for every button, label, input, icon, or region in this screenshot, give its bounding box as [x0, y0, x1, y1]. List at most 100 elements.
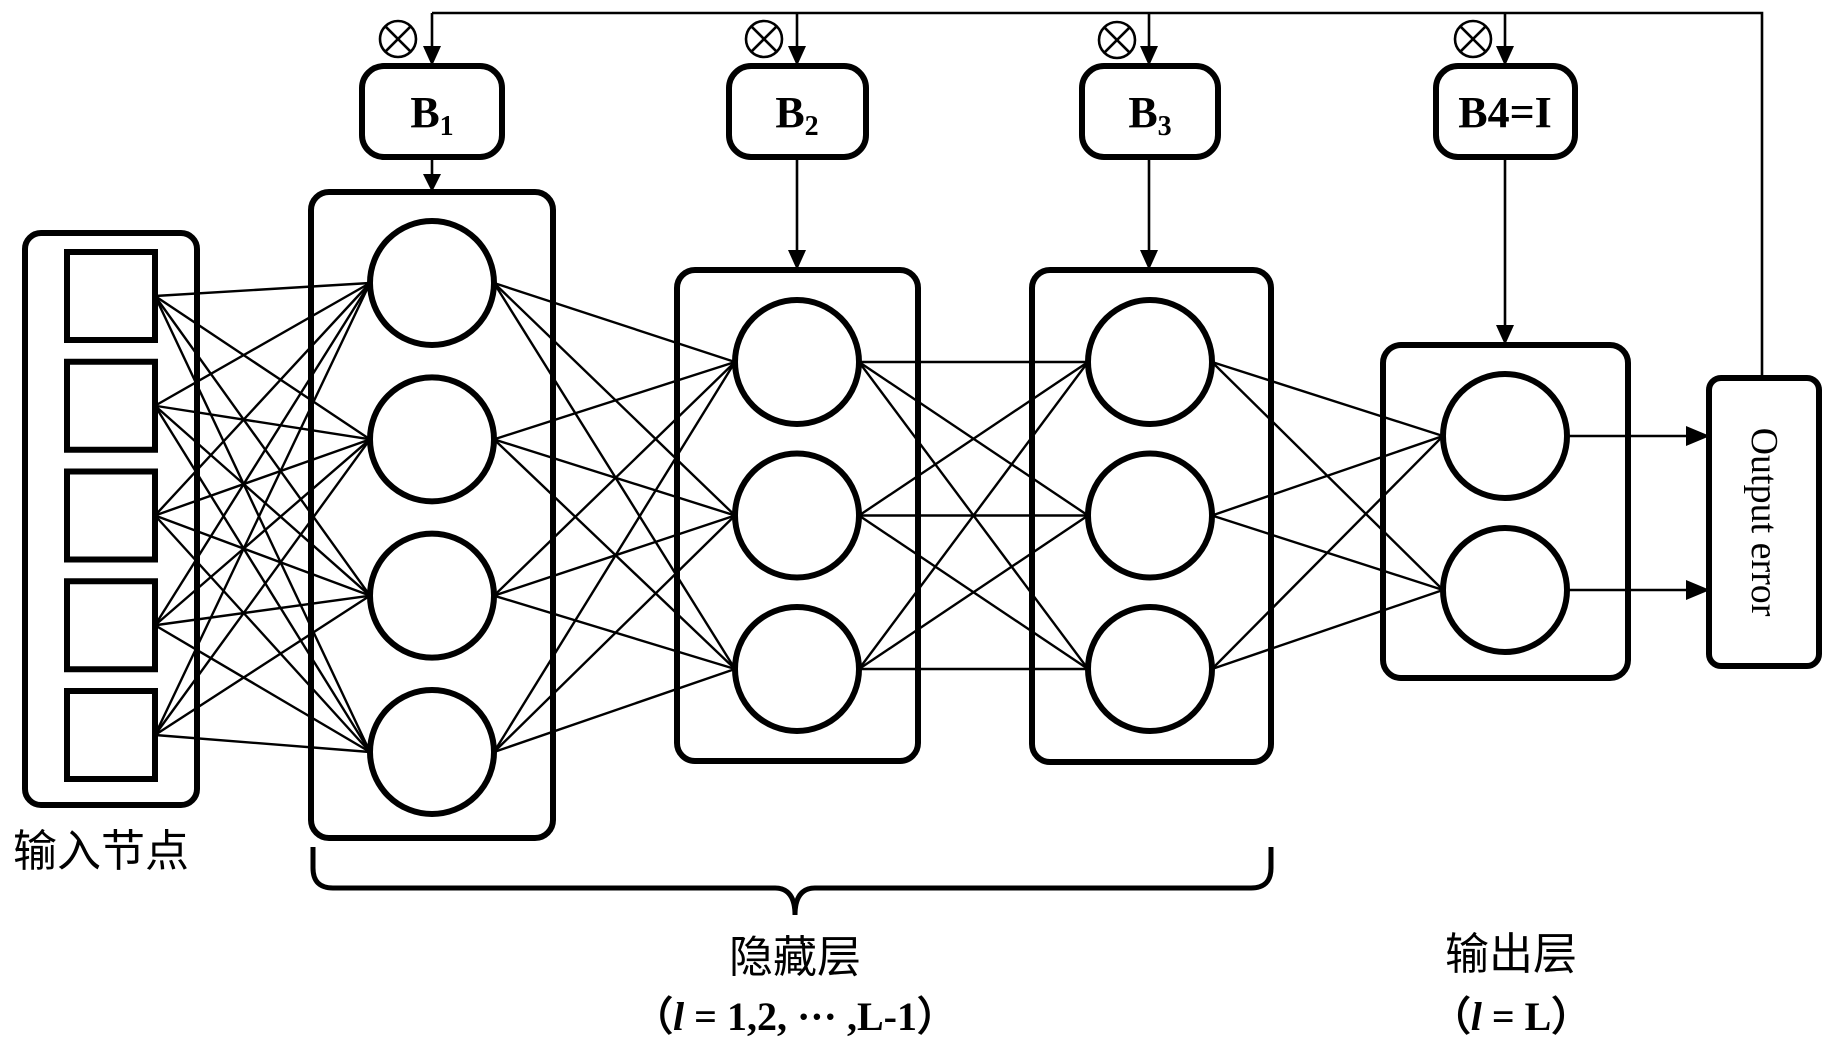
- connection-edge-input-3-to-h1-4: [154, 514, 371, 753]
- output-layer-box: [1380, 342, 1631, 681]
- connection-edge-h2-2-to-h3-1: [858, 361, 1089, 517]
- b3-base: B: [1128, 88, 1157, 137]
- connection-edge-input-1-to-h1-2: [154, 295, 371, 441]
- layer-index-var: l: [673, 994, 685, 1039]
- arrowhead-b3: [1140, 46, 1158, 66]
- svg-text:B3: B3: [1128, 88, 1171, 142]
- feedback-matrix-b3: B3: [1079, 63, 1221, 160]
- paren-close: ）: [917, 994, 957, 1039]
- hidden-layer-2-box: [674, 267, 921, 764]
- h1-node-3: [367, 530, 497, 661]
- input-node-1: [64, 249, 158, 343]
- arrowhead: [1686, 580, 1710, 600]
- connection-edge-input-1-to-h1-3: [154, 295, 371, 597]
- h2-node-2: [732, 450, 862, 581]
- connection-edge-input-2-to-h1-1: [154, 281, 371, 407]
- arrowhead-b2: [788, 46, 806, 66]
- arrowhead: [423, 174, 441, 192]
- connection-edge-input-3-to-h1-3: [154, 514, 371, 597]
- connection-edge-h3-3-to-out-1: [1211, 435, 1444, 670]
- connection-edge-h1-1-to-h2-2: [493, 282, 736, 517]
- arrowhead: [1140, 250, 1158, 270]
- arrowhead-b4: [1496, 46, 1514, 66]
- connection-edge-h1-4-to-h2-3: [493, 667, 736, 754]
- output-layer-label: 输出层: [1445, 929, 1577, 980]
- paren-close: ）: [1551, 994, 1591, 1039]
- formula-value: = L: [1482, 994, 1551, 1039]
- hidden-layer-3-box: [1029, 267, 1274, 765]
- connection-edge-h2-3-to-h3-1: [858, 361, 1089, 670]
- connection-edge-input-5-to-h1-2: [154, 438, 371, 736]
- connection-edge-h1-1-to-h2-3: [492, 282, 737, 670]
- connection-edge-input-5-to-h1-3: [154, 594, 371, 737]
- paren-open: （: [1431, 994, 1471, 1039]
- b4-label: B4=I: [1458, 88, 1552, 137]
- svg-text:B2: B2: [775, 88, 818, 142]
- matrix-to-layer-arrows: [423, 157, 1514, 345]
- h3-node-1: [1085, 297, 1215, 427]
- connection-edge-input-3-to-h1-2: [154, 438, 371, 517]
- input-node-2: [64, 358, 158, 453]
- h3-node-2: [1085, 450, 1215, 581]
- arrowhead: [1686, 426, 1710, 446]
- b1-base: B: [410, 88, 439, 137]
- connection-edge-input-4-to-h1-4: [154, 624, 371, 754]
- multiply-operator-icon: [744, 19, 784, 59]
- hidden-layers-formula: （l = 1,2, ··· ,L-1）: [633, 994, 957, 1039]
- svg-text:B1: B1: [410, 88, 453, 142]
- b2-base: B: [775, 88, 804, 137]
- connection-edge-h1-3-to-h2-1: [493, 361, 736, 597]
- feedback-top-line: [432, 11, 1764, 377]
- output-error-label: Output error: [1743, 428, 1785, 617]
- connection-edge-h2-3-to-h3-2: [858, 514, 1089, 670]
- error-feedback-wiring: [378, 11, 1764, 377]
- connection-edge-h3-1-to-out-1: [1211, 360, 1444, 438]
- connection-edge-input-2-to-h1-2: [154, 404, 371, 441]
- input-node-5: [64, 688, 158, 782]
- hidden-layers-brace: [310, 847, 1274, 916]
- b1-sub: 1: [440, 111, 454, 142]
- connection-edge-h1-4-to-h2-1: [492, 361, 737, 753]
- connection-edge-h3-2-to-out-1: [1211, 434, 1444, 517]
- h1-node-1: [367, 218, 497, 348]
- connection-edge-h1-2-to-h2-3: [493, 438, 736, 670]
- connection-edge-input-5-to-h1-1: [153, 282, 372, 736]
- connection-edge-h1-2-to-h2-1: [493, 360, 736, 441]
- h2-node-3: [732, 604, 862, 734]
- connection-edge-h1-1-to-h2-1: [493, 281, 736, 364]
- h2-node-1: [732, 297, 862, 427]
- layer-index-var: l: [1471, 994, 1483, 1039]
- arrowhead: [1496, 325, 1514, 345]
- arrowhead-b1: [423, 46, 441, 66]
- connection-edge-input-4-to-h1-1: [153, 282, 372, 626]
- connection-edges: [153, 281, 1444, 754]
- formula-range: = 1,2, ··· ,L-1: [684, 994, 917, 1039]
- output-node-2: [1440, 525, 1570, 655]
- b2-sub: 2: [805, 111, 819, 142]
- connection-edge-h3-3-to-out-2: [1211, 588, 1444, 671]
- output-error-box: Output error: [1706, 375, 1822, 669]
- feedback-matrix-b2: B2: [726, 63, 869, 160]
- b3-sub: 3: [1158, 111, 1172, 142]
- h3-node-3: [1085, 604, 1215, 734]
- hidden-layers-label: 隐藏层: [729, 932, 861, 983]
- arrowhead: [788, 250, 806, 270]
- connection-edge-input-3-to-h1-1: [154, 282, 371, 517]
- multiply-operator-icon: [1453, 19, 1493, 59]
- h1-node-4: [367, 687, 497, 817]
- input-node-3: [64, 468, 158, 563]
- input-nodes-label: 输入节点: [13, 826, 189, 877]
- multiply-operator-icon: [378, 19, 418, 59]
- connection-edge-input-1-to-h1-1: [154, 281, 371, 298]
- connection-edge-h1-4-to-h2-2: [493, 514, 736, 753]
- h1-node-2: [367, 374, 497, 505]
- connection-edge-input-2-to-h1-4: [153, 405, 372, 753]
- output-layer-formula: （l = L）: [1431, 994, 1592, 1039]
- connection-edge-input-1-to-h1-4: [153, 295, 372, 753]
- output-node-1: [1440, 371, 1570, 501]
- hidden-layer-1-box: [308, 189, 556, 841]
- input-layer-box: [22, 230, 200, 808]
- feedback-matrix-b1: B1: [359, 63, 505, 160]
- feedback-matrix-b4: B4=I: [1433, 63, 1578, 160]
